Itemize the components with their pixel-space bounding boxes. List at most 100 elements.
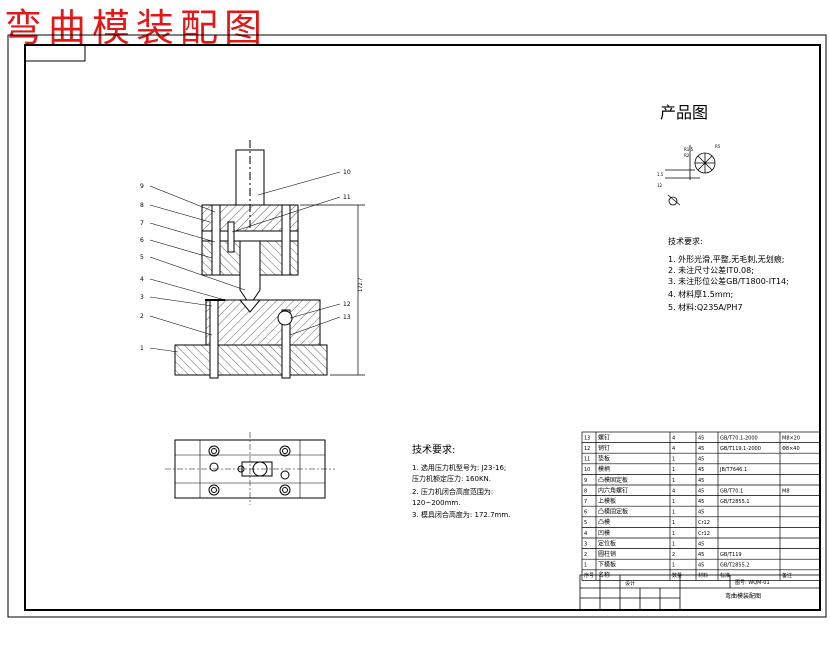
tech-req-heading: 技术要求: xyxy=(412,443,455,456)
title-block-name: 弯曲模装配图 xyxy=(725,592,761,600)
title-box xyxy=(24,44,86,62)
bom-row-standard: GB/T70.1 xyxy=(720,488,743,494)
svg-text:R5: R5 xyxy=(715,144,721,149)
svg-text:压力机额定压力: 160KN.: 压力机额定压力: 160KN. xyxy=(412,474,491,483)
callout-2: 2 xyxy=(140,313,144,320)
svg-text:5. 材料:Q235A/PH7: 5. 材料:Q235A/PH7 xyxy=(668,302,743,312)
callout-5: 5 xyxy=(140,254,144,261)
bom-row-material: 45 xyxy=(698,446,704,452)
bom-row-name: 定位板 xyxy=(598,539,616,547)
bom-row-standard: GB/T119 xyxy=(720,552,742,558)
product-req-heading: 技术要求: xyxy=(668,236,703,246)
svg-text:2. 未注尺寸公差IT0.08;: 2. 未注尺寸公差IT0.08; xyxy=(668,265,754,275)
callout-1: 1 xyxy=(140,345,144,352)
bom-row-name: 内六角螺钉 xyxy=(598,486,628,494)
svg-text:R1.5: R1.5 xyxy=(684,147,694,152)
bom-row-name: 凸模 xyxy=(598,518,610,526)
svg-text:1.5: 1.5 xyxy=(657,172,664,177)
bom-row-name: 下模板 xyxy=(598,561,616,569)
bom-row-material: 45 xyxy=(698,541,704,547)
callout-12: 12 xyxy=(343,301,351,308)
bom-row-no: 4 xyxy=(584,531,587,537)
bom-row-material: Cr12 xyxy=(698,531,710,537)
callout-8: 8 xyxy=(140,202,144,209)
callout-numbers: 9 8 7 6 5 4 3 2 1 10 11 12 13 xyxy=(140,169,351,352)
bom-header-standard: 标准 xyxy=(720,572,730,579)
bom-row-no: 2 xyxy=(584,552,587,558)
bom-row-qty: 1 xyxy=(672,467,675,473)
bom-row-material: 45 xyxy=(698,478,704,484)
bom-row-standard: JB/T7646.1 xyxy=(719,467,747,473)
bom-row-no: 3 xyxy=(584,541,587,547)
height-dimension xyxy=(300,204,365,376)
bom-row-standard: GB/T70.1-2000 xyxy=(720,435,758,441)
svg-text:1. 外形光滑,平整,无毛刺,无划痕;: 1. 外形光滑,平整,无毛刺,无划痕; xyxy=(668,254,785,264)
bom-row-name: 垫板 xyxy=(598,455,610,463)
bom-row-standard: GB/T2855.2 xyxy=(720,563,750,569)
bom-row-no: 6 xyxy=(584,510,587,516)
bom-row-name: 凹模 xyxy=(598,529,610,537)
bom-row-name: 销钉 xyxy=(598,444,610,452)
svg-text:2. 压力机闭合高度范围为:: 2. 压力机闭合高度范围为: xyxy=(412,487,493,496)
bom-row-material: 45 xyxy=(698,552,704,558)
bom-row-no: 9 xyxy=(584,478,587,484)
bom-row-material: 45 xyxy=(698,435,704,441)
bom-row-no: 12 xyxy=(584,446,590,452)
bom-row-material: 45 xyxy=(698,499,704,505)
svg-text:3. 模具闭合高度为: 172.7mm.: 3. 模具闭合高度为: 172.7mm. xyxy=(412,510,510,519)
svg-text:R2: R2 xyxy=(684,153,690,158)
bom-row-name: 上模板 xyxy=(598,497,616,505)
overall-height-label: 172.7 xyxy=(358,278,364,292)
bom-row-name: 模柄 xyxy=(598,465,610,473)
callout-10: 10 xyxy=(343,169,351,176)
title-block-label: 设计 xyxy=(625,580,635,587)
callout-13: 13 xyxy=(343,314,351,321)
bom-row-qty: 4 xyxy=(672,435,675,441)
bom-row-material: Cr12 xyxy=(698,520,710,526)
product-drawing-heading: 产品图 xyxy=(660,103,708,122)
callout-3: 3 xyxy=(140,294,144,301)
bom-row-qty: 2 xyxy=(672,552,675,558)
bom-row-material: 45 xyxy=(698,467,704,473)
bom-row-qty: 4 xyxy=(672,488,675,494)
bom-header-no: 序号 xyxy=(584,572,594,579)
drawing-frame xyxy=(24,44,821,611)
svg-text:120~200mm.: 120~200mm. xyxy=(412,499,460,507)
bom-row-no: 7 xyxy=(584,499,587,505)
bom-row-note: M8×20 xyxy=(782,435,800,441)
callout-6: 6 xyxy=(140,237,144,244)
bom-row-qty: 1 xyxy=(672,478,675,484)
bom-row-no: 1 xyxy=(584,563,587,569)
callout-9: 9 xyxy=(140,183,144,190)
bom-row-name: 螺钉 xyxy=(598,433,610,441)
svg-text:4. 材料厚1.5mm;: 4. 材料厚1.5mm; xyxy=(668,289,733,299)
sheet-border xyxy=(7,34,827,618)
callout-7: 7 xyxy=(140,220,144,227)
bom-header-material: 材料 xyxy=(698,572,708,579)
bom-row-name: 凸模固定板 xyxy=(598,508,628,516)
bom-row-no: 11 xyxy=(584,457,590,463)
bom-row-no: 8 xyxy=(584,488,587,494)
callout-11: 11 xyxy=(343,194,351,201)
bom-row-material: 45 xyxy=(698,510,704,516)
svg-text:12: 12 xyxy=(657,183,663,188)
bom-row-material: 45 xyxy=(698,563,704,569)
product-sketch xyxy=(665,145,716,206)
title-block xyxy=(579,574,821,611)
bom-row-qty: 1 xyxy=(672,499,675,505)
bom-row-note: M8 xyxy=(782,488,790,494)
bom-header-note: 备注 xyxy=(782,572,792,579)
bom-row-qty: 4 xyxy=(672,446,675,452)
bom-row-no: 5 xyxy=(584,520,587,526)
svg-text:1. 选用压力机型号为: J23-16;: 1. 选用压力机型号为: J23-16; xyxy=(412,463,506,472)
bom-row-standard: GB/T2855.1 xyxy=(720,499,750,505)
bom-row-material: 45 xyxy=(698,488,704,494)
drawing-title-red: 弯曲模装配图 xyxy=(4,6,269,50)
bom-row-no: 10 xyxy=(584,467,590,473)
product-dims: R1.5 R2 R5 1.5 12 xyxy=(657,144,721,188)
lower-plate xyxy=(174,344,328,376)
callout-leaders xyxy=(149,171,341,353)
tech-requirements: 技术要求: 1. 选用压力机型号为: J23-16; 压力机额定压力: 160K… xyxy=(412,443,510,519)
bom-header-qty: 数量 xyxy=(672,572,682,579)
